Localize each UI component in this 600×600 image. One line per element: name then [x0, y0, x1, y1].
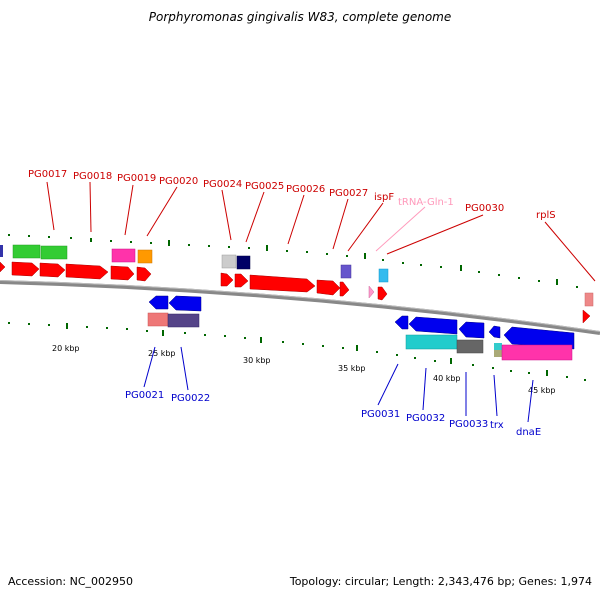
gene-block-fwd[interactable]: [0, 245, 3, 257]
genome-summary: Topology: circular; Length: 2,343,476 bp…: [289, 575, 592, 588]
gene-block-rev[interactable]: [147, 312, 169, 327]
gene-label-trna-gln-1[interactable]: tRNA-Gln-1: [398, 197, 454, 208]
gene-label-pg0022[interactable]: PG0022: [171, 393, 210, 404]
gene-block-rev[interactable]: [405, 334, 458, 350]
gene-label-pg0024[interactable]: PG0024: [203, 179, 242, 190]
trna-arrow[interactable]: [368, 285, 375, 299]
scale-label-35kbp: 35 kbp: [338, 364, 366, 373]
gene-arrow-rev[interactable]: [394, 315, 409, 330]
gene-block-fwd[interactable]: [137, 249, 153, 264]
gene-label-pg0026[interactable]: PG0026: [286, 184, 325, 195]
gene-arrow-rev[interactable]: [148, 295, 169, 310]
gene-label-pg0019[interactable]: PG0019: [117, 173, 156, 184]
gene-block-fwd[interactable]: [378, 268, 389, 283]
scale-label-45kbp: 45 kbp: [528, 386, 556, 395]
genome-backbone-highlight: [0, 280, 600, 332]
gene-arrow-fwd[interactable]: [65, 263, 109, 280]
gene-arrow-fwd[interactable]: [339, 281, 350, 297]
gene-block-fwd[interactable]: [221, 254, 237, 269]
gene-arrow-fwd[interactable]: [0, 261, 6, 273]
gene-label-pg0017[interactable]: PG0017: [28, 169, 67, 180]
gene-label-pg0031[interactable]: PG0031: [361, 409, 400, 420]
gene-block-rev[interactable]: [456, 339, 484, 354]
gene-label-rpls[interactable]: rplS: [536, 210, 556, 221]
gene-label-pg0030[interactable]: PG0030: [465, 203, 504, 214]
gene-label-pg0032[interactable]: PG0032: [406, 413, 445, 424]
gene-block-fwd[interactable]: [340, 264, 352, 279]
gene-label-trx[interactable]: trx: [490, 420, 504, 431]
forward-gene-labels: PG0017 PG0018 PG0019 PG0020 PG0024 PG002…: [28, 169, 556, 221]
gene-label-pg0025[interactable]: PG0025: [245, 181, 284, 192]
gene-block-fwd[interactable]: [584, 292, 594, 307]
reverse-label-leaders: [143, 346, 534, 423]
gene-arrow-fwd[interactable]: [220, 272, 234, 287]
gene-label-pg0027[interactable]: PG0027: [329, 188, 368, 199]
scale-label-40kbp: 40 kbp: [433, 374, 461, 383]
gene-arrow-fwd[interactable]: [11, 261, 40, 277]
forward-label-leaders: [46, 181, 596, 282]
gene-block-fwd[interactable]: [40, 245, 68, 260]
gene-arrow-fwd[interactable]: [377, 286, 388, 301]
gene-block-rev[interactable]: [494, 350, 502, 357]
genome-backbone: [0, 280, 600, 335]
gene-label-pg0021[interactable]: PG0021: [125, 390, 164, 401]
gene-arrow-fwd[interactable]: [234, 273, 249, 288]
gene-arrow-fwd[interactable]: [316, 279, 341, 296]
gene-arrow-rev[interactable]: [168, 295, 202, 312]
forward-gene-blocks: [0, 244, 594, 307]
gene-block-fwd[interactable]: [12, 244, 41, 259]
accession-label: Accession: NC_002950: [8, 575, 134, 588]
gene-arrow-fwd[interactable]: [249, 274, 316, 293]
reverse-gene-arrows: [148, 295, 575, 350]
gene-arrow-fwd[interactable]: [582, 309, 591, 324]
gene-arrow-fwd[interactable]: [39, 262, 66, 278]
gene-block-rev[interactable]: [167, 313, 200, 328]
gene-label-dnae[interactable]: dnaE: [516, 427, 541, 438]
forward-tick-row: [8, 234, 578, 288]
genome-title: Porphyromonas gingivalis W83, complete g…: [148, 10, 452, 24]
trna-label-leader: [375, 206, 426, 252]
scale-label-20kbp: 20 kbp: [52, 344, 80, 353]
scale-label-25kbp: 25 kbp: [148, 349, 176, 358]
scale-label-30kbp: 30 kbp: [243, 356, 271, 365]
gene-arrow-fwd[interactable]: [136, 266, 152, 282]
gene-arrow-rev[interactable]: [488, 325, 501, 339]
gene-arrow-fwd[interactable]: [110, 265, 135, 281]
forward-gene-arrows: [0, 261, 591, 324]
gene-block-rev[interactable]: [501, 344, 573, 361]
gene-arrow-rev[interactable]: [408, 316, 458, 335]
gene-block-rev[interactable]: [494, 343, 502, 350]
gene-block-fwd[interactable]: [236, 255, 251, 270]
gene-block-fwd[interactable]: [111, 248, 136, 263]
gene-arrow-rev[interactable]: [458, 321, 485, 339]
gene-label-ispf[interactable]: ispF: [374, 192, 394, 203]
reverse-gene-labels: PG0021 PG0022 PG0031 PG0032 PG0033 trx d…: [125, 390, 541, 438]
reverse-gene-blocks: [147, 312, 573, 361]
gene-label-pg0020[interactable]: PG0020: [159, 176, 198, 187]
gene-label-pg0033[interactable]: PG0033: [449, 419, 488, 430]
reverse-tick-row: [8, 322, 586, 381]
gene-label-pg0018[interactable]: PG0018: [73, 171, 112, 182]
